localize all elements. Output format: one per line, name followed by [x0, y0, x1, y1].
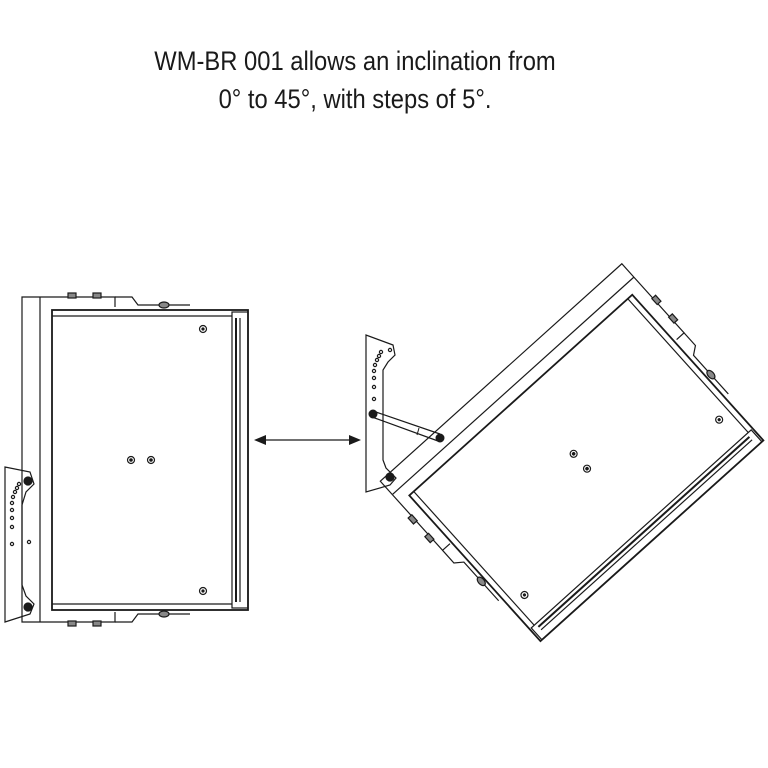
caption-line-2: 0° to 45°, with steps of 5°.: [218, 84, 492, 114]
tilt-arm: [368, 409, 445, 443]
wall-bracket-45-degrees: [365, 334, 397, 493]
caption-line-1: WM-BR 001 allows an inclination from: [154, 46, 556, 76]
speaker-0-degrees: [4, 292, 249, 627]
speaker-45-degrees: [365, 260, 768, 653]
wall-bracket-0-degrees: [4, 466, 35, 623]
transition-arrow: [254, 435, 361, 445]
